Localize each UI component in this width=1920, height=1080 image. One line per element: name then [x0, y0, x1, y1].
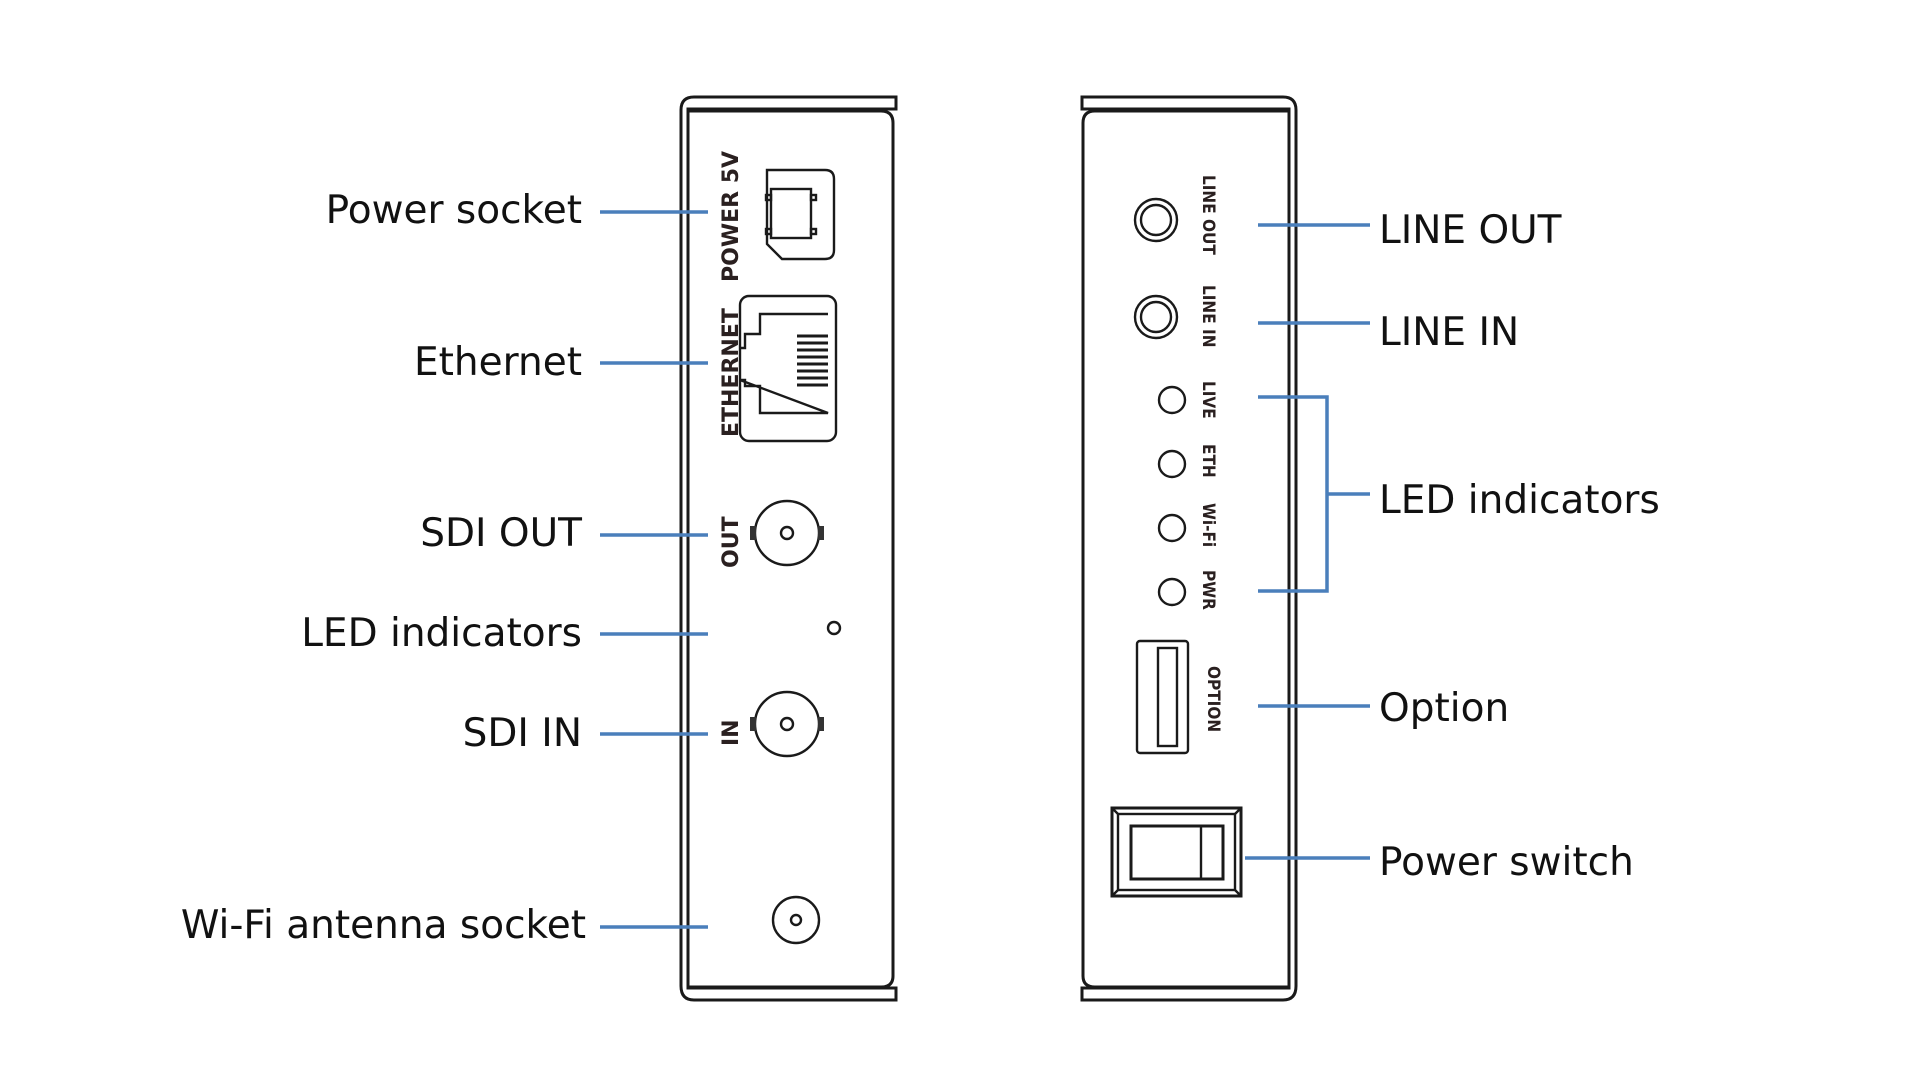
printed-label-power: POWER 5V	[719, 151, 744, 282]
right-callouts: LINE OUT LINE IN LED indicators Option P…	[1245, 208, 1660, 885]
callout-label-sdi-in: SDI IN	[463, 711, 582, 756]
callout-label-led-indicators-right: LED indicators	[1379, 478, 1660, 523]
callout-led-indicators: LED indicators	[301, 611, 708, 656]
line-in-jack-icon	[1133, 294, 1179, 340]
option-usb-port-icon	[1135, 639, 1190, 755]
led-indicator-icon	[826, 620, 842, 636]
callout-option: Option	[1258, 686, 1509, 731]
led-pwr-icon	[1157, 577, 1187, 607]
bnc-sdi-in-icon	[750, 690, 824, 758]
callout-label-line-out: LINE OUT	[1379, 208, 1562, 253]
rj45-pins	[797, 334, 828, 387]
callout-line-in: LINE IN	[1258, 310, 1519, 355]
left-callouts: Power socket Ethernet SDI OUT LED indica…	[181, 188, 708, 948]
printed-label-live: LIVE	[1198, 381, 1218, 419]
right-device: LINE OUT LINE IN LIVE ETH Wi-Fi PWR OPTI…	[1080, 95, 1298, 1002]
callout-line-out: LINE OUT	[1258, 208, 1562, 253]
left-device: POWER 5V ETHERNET	[679, 95, 898, 1002]
callout-power-switch: Power switch	[1245, 840, 1634, 885]
led-live-icon	[1157, 385, 1187, 415]
wifi-antenna-socket-icon	[771, 895, 821, 945]
printed-label-eth: ETH	[1198, 444, 1218, 478]
callout-label-ethernet: Ethernet	[414, 340, 582, 385]
bnc-sdi-out-icon	[750, 499, 824, 567]
led-wifi-icon	[1157, 513, 1187, 543]
callout-label-line-in: LINE IN	[1379, 310, 1519, 355]
printed-label-pwr: PWR	[1198, 570, 1218, 610]
printed-label-out: OUT	[719, 516, 744, 568]
left-device-outer-frame	[679, 95, 898, 1002]
right-device-outer-frame	[1080, 95, 1298, 1002]
printed-label-wifi: Wi-Fi	[1198, 503, 1218, 547]
callout-sdi-out: SDI OUT	[420, 511, 708, 556]
callout-ethernet: Ethernet	[414, 340, 708, 385]
left-device-panel	[688, 109, 895, 989]
callout-wifi-antenna-socket: Wi-Fi antenna socket	[181, 903, 708, 948]
right-device-panel	[1081, 109, 1289, 989]
printed-label-in: IN	[719, 719, 744, 746]
printed-label-line-in: LINE IN	[1198, 285, 1218, 348]
callout-power-socket: Power socket	[326, 188, 708, 233]
callout-label-option: Option	[1379, 686, 1509, 731]
callout-label-led-indicators: LED indicators	[301, 611, 582, 656]
led-bracket-line	[1258, 395, 1329, 593]
rj45-ethernet-port-icon	[738, 294, 838, 443]
callout-sdi-in: SDI IN	[463, 711, 708, 756]
callout-label-power-switch: Power switch	[1379, 840, 1634, 885]
usb-b-power-socket-icon	[764, 168, 836, 261]
printed-label-line-out: LINE OUT	[1198, 175, 1218, 255]
callout-led-indicators-right: LED indicators	[1258, 395, 1660, 593]
led-eth-icon	[1157, 449, 1187, 479]
callout-label-sdi-out: SDI OUT	[420, 511, 582, 556]
callout-label-wifi-antenna-socket: Wi-Fi antenna socket	[181, 903, 586, 948]
power-switch-icon	[1110, 806, 1243, 898]
line-out-jack-icon	[1133, 197, 1179, 243]
callout-label-power-socket: Power socket	[326, 188, 582, 233]
printed-label-option: OPTION	[1203, 666, 1223, 732]
